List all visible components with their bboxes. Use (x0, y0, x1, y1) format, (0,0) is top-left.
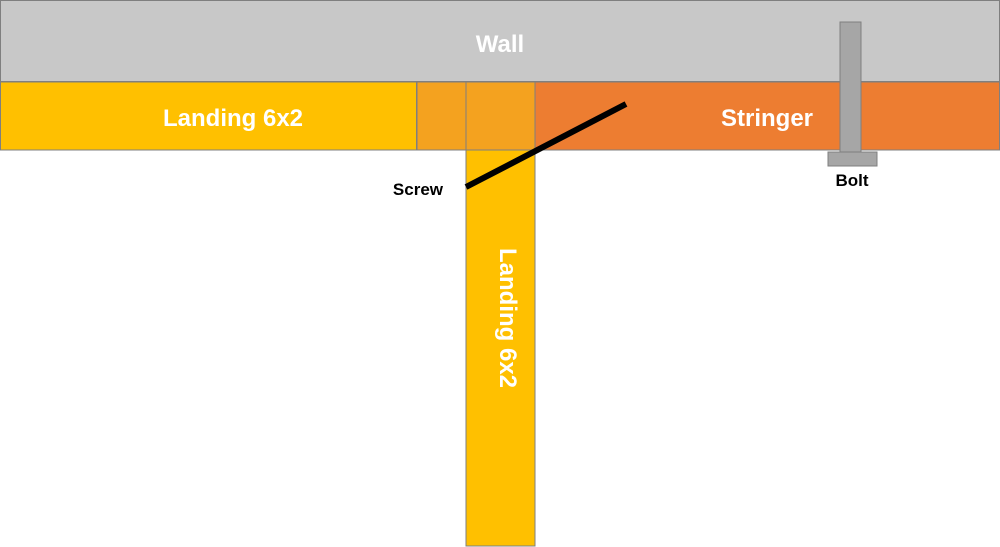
wall-block (0, 0, 1000, 82)
wall-label: Wall (476, 31, 524, 58)
screw-line (464, 101, 628, 190)
screw-label: Screw (393, 180, 444, 199)
joint-block (416, 81, 536, 151)
landing-vertical-label: Landing 6x2 (494, 248, 521, 388)
landing-board-vertical (465, 149, 536, 547)
bolt-head (827, 151, 878, 167)
stringer-board (534, 81, 1000, 151)
stringer-label: Stringer (721, 105, 813, 132)
landing-board-horizontal (0, 81, 417, 151)
bolt-shaft (839, 21, 862, 153)
landing-horizontal-label: Landing 6x2 (163, 105, 303, 132)
bolt-label: Bolt (835, 171, 868, 190)
